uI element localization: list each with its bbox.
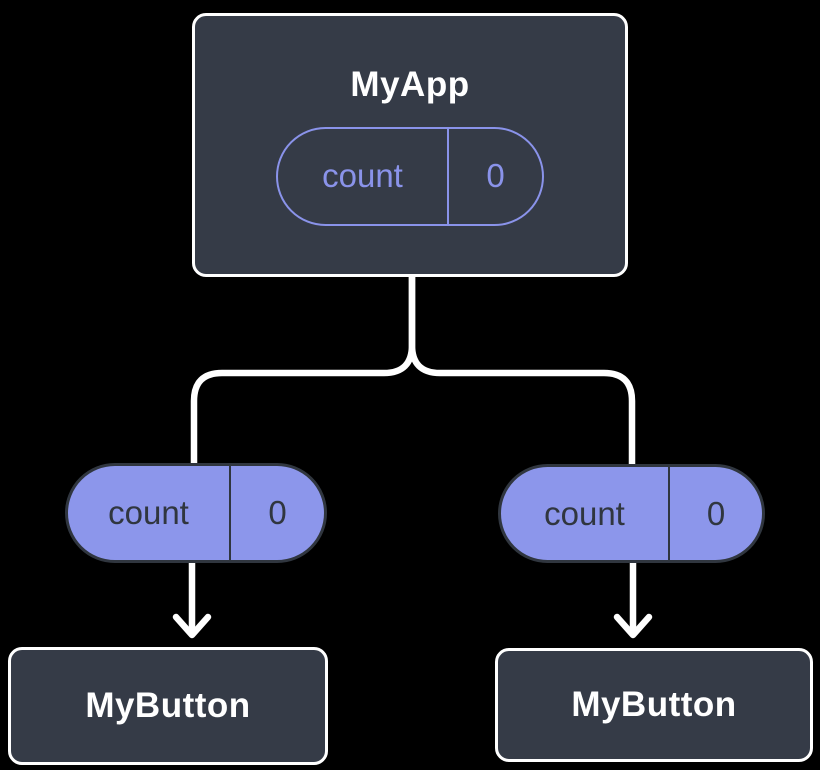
mybutton-node-left: MyButton — [8, 647, 328, 765]
prop-pill-left-label: count — [108, 494, 189, 531]
prop-pill-right-value: 0 — [668, 467, 762, 560]
prop-pill-left-value: 0 — [229, 466, 324, 560]
state-pill-value: 0 — [447, 128, 542, 224]
arrow-down-icon — [613, 613, 653, 639]
mybutton-node-right: MyButton — [495, 648, 813, 762]
myapp-node-title: MyApp — [350, 64, 470, 104]
arrow-down-icon — [172, 613, 212, 639]
state-pill-label: count — [322, 157, 403, 194]
prop-pill-right: count 0 — [498, 464, 765, 563]
fork-branch-right-line — [408, 273, 636, 468]
myapp-node: MyApp count 0 — [192, 13, 628, 277]
prop-pill-left: count 0 — [65, 463, 327, 563]
mybutton-right-title: MyButton — [571, 685, 737, 724]
state-pill: count 0 — [276, 126, 544, 226]
mybutton-left-title: MyButton — [85, 686, 251, 725]
prop-pill-right-label: count — [544, 494, 625, 532]
fork-branch-left-line — [190, 273, 416, 467]
